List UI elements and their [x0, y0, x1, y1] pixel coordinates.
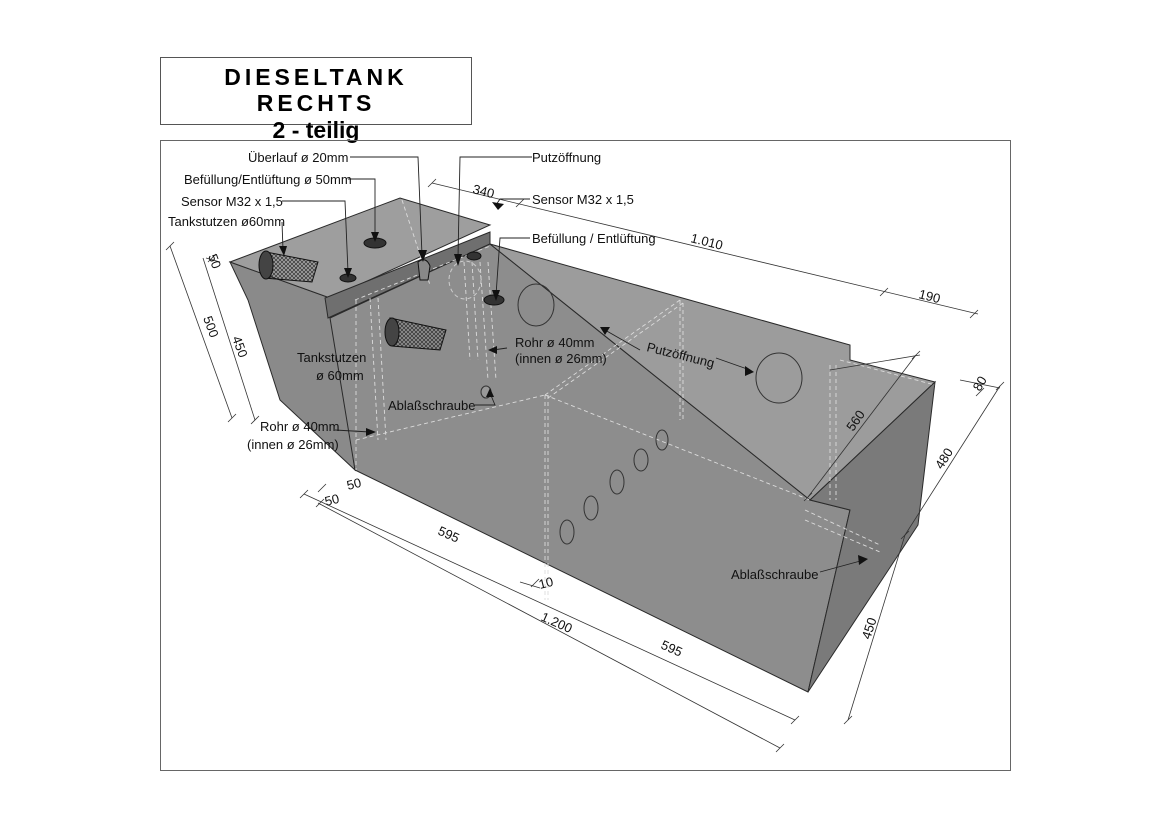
label-rohr-left-1: Rohr ø 40mm	[260, 419, 339, 434]
drawing-subtitle: 2 - teilig	[272, 117, 360, 143]
label-rohr-left-2: (innen ø 26mm)	[247, 437, 339, 452]
dim-50-a: 50	[345, 475, 363, 493]
dim-1200: 1.200	[539, 609, 575, 636]
label-rohr-mid-2: (innen ø 26mm)	[515, 351, 607, 366]
dim-190: 190	[917, 286, 942, 306]
tank-fittings	[258, 250, 492, 399]
label-tankstutzen-mid-1: Tankstutzen	[297, 350, 366, 365]
label-sensor-right: Sensor M32 x 1,5	[532, 192, 634, 207]
dim-595-b: 595	[659, 637, 685, 660]
title-box: DIESELTANK RECHTS 2 - teilig	[160, 57, 472, 143]
label-sensor-left: Sensor M32 x 1,5	[181, 194, 283, 209]
label-ablass-mid: Ablaßschraube	[388, 398, 475, 413]
dim-595-a: 595	[436, 523, 462, 546]
tank-end-face	[807, 380, 936, 693]
label-befuellung-50: Befüllung/Entlüftung ø 50mm	[184, 172, 352, 187]
label-befuellung-right: Befüllung / Entlüftung	[532, 231, 656, 246]
dim-340: 340	[471, 181, 496, 201]
dim-50-top: 50	[205, 252, 224, 271]
front-hole-2	[583, 495, 599, 521]
drawing-frame	[160, 140, 1011, 771]
cleanout-opening-1	[517, 283, 555, 327]
dim-80: 80	[970, 373, 990, 393]
front-hole-3	[609, 469, 625, 495]
dim-450-left: 450	[229, 334, 251, 360]
sensor-hole	[466, 251, 482, 261]
annotation-leaders	[279, 156, 868, 573]
tank-top-face	[489, 243, 937, 501]
front-hole-1	[559, 519, 575, 545]
label-tankstutzen-top: Tankstutzen ø60mm	[168, 214, 285, 229]
dim-500: 500	[200, 314, 222, 340]
front-hole-5	[655, 429, 669, 451]
hidden-edges	[354, 199, 936, 600]
annotation-labels: Überlauf ø 20mm Putzöffnung Befüllung/En…	[168, 150, 818, 582]
label-tankstutzen-mid-2: ø 60mm	[316, 368, 364, 383]
label-rohr-mid-1: Rohr ø 40mm	[515, 335, 594, 350]
label-putzoeffnung-top: Putzöffnung	[532, 150, 601, 165]
dim-10: 10	[537, 574, 555, 592]
tank-body	[228, 197, 937, 693]
dimension-lines	[165, 178, 1005, 753]
dim-480: 480	[932, 445, 956, 471]
dim-50-b: 50	[323, 491, 341, 509]
dim-1010: 1.010	[689, 230, 724, 252]
label-ueberlauf: Überlauf ø 20mm	[248, 150, 348, 165]
fill-vent-hole	[483, 294, 505, 306]
dim-450-right: 450	[859, 616, 880, 641]
label-ablass-right: Ablaßschraube	[731, 567, 818, 582]
cleanout-opening-hidden	[448, 260, 482, 300]
cleanout-opening-2	[755, 352, 803, 404]
overflow-pipe	[417, 259, 431, 281]
drawing-title: DIESELTANK RECHTS	[224, 64, 408, 116]
front-hole-4	[633, 448, 649, 472]
